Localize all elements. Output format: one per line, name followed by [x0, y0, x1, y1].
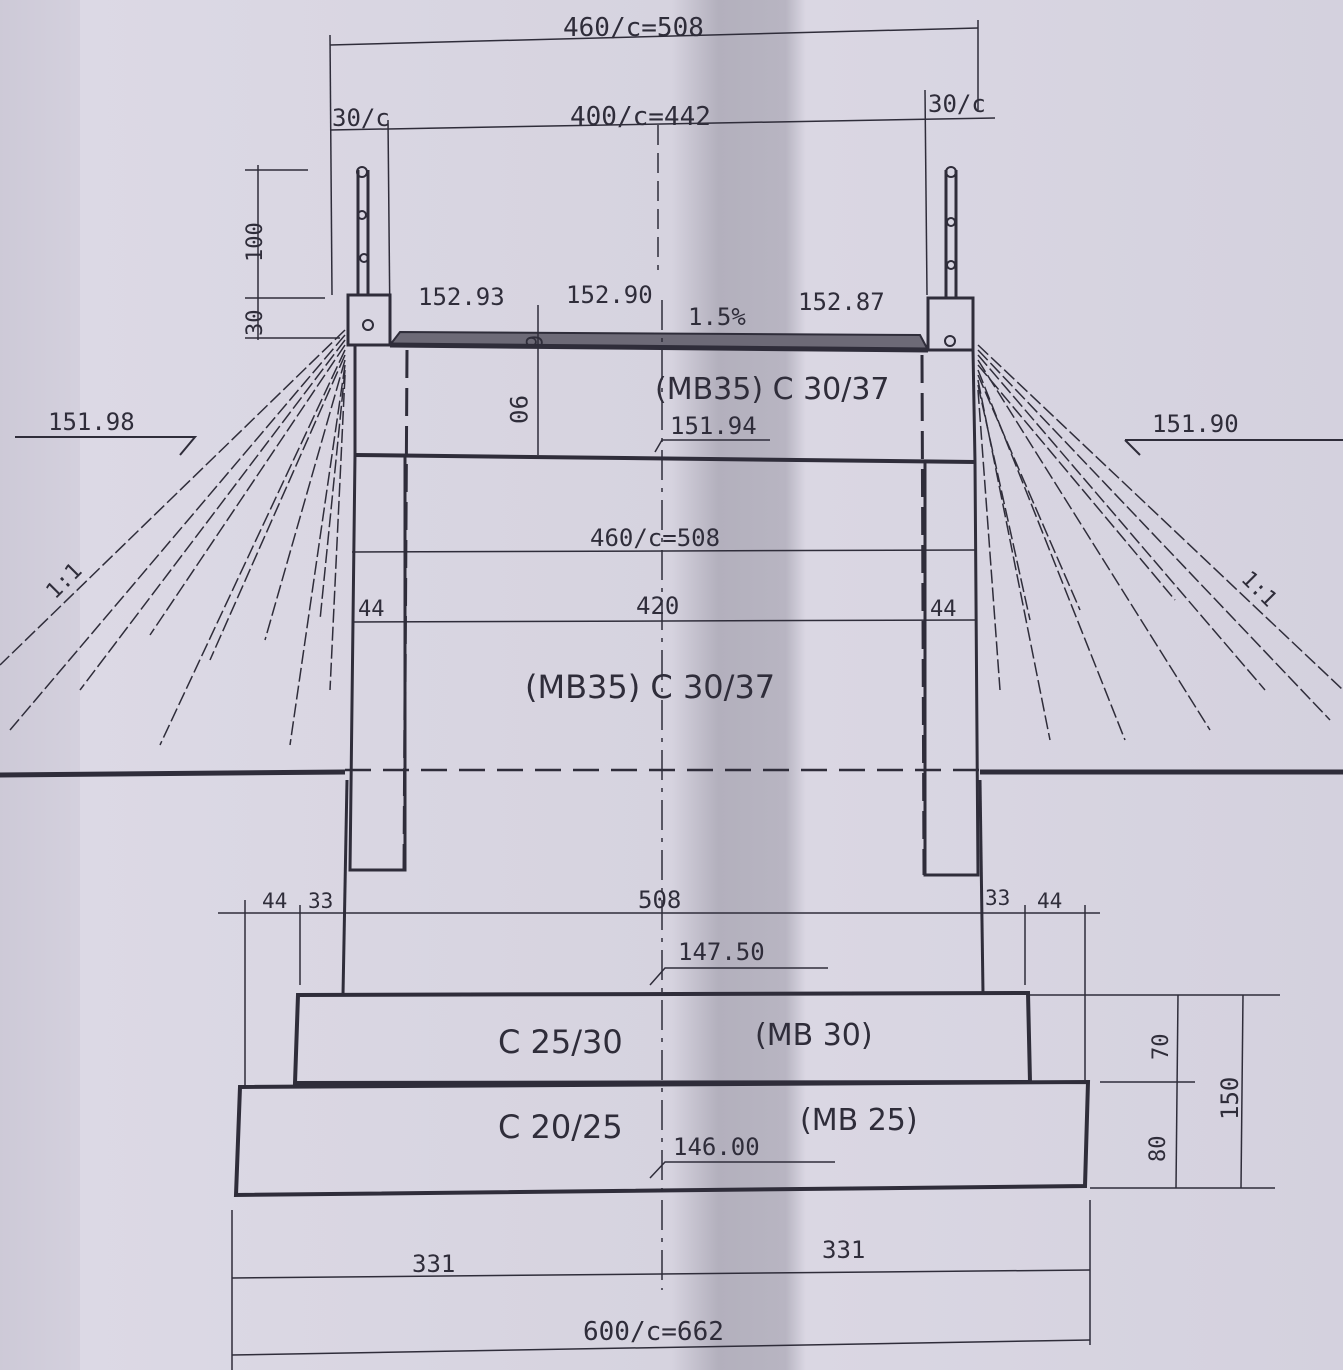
- deck-soffit-line: [354, 453, 976, 464]
- ground-level-right-tick: [1124, 439, 1141, 456]
- level-upper-footing-top: 147.50: [678, 938, 765, 966]
- dim-curb-right: 30/c: [928, 90, 986, 118]
- dim-line-base-total: [231, 1339, 1091, 1356]
- dim-curb-height: 30: [243, 310, 268, 337]
- dim-inner-width: 460/c=508: [590, 524, 720, 552]
- abutment-right-inner: [920, 354, 926, 876]
- stem-right: [978, 779, 985, 994]
- dim-line-overall-top: [329, 27, 979, 46]
- dim-overall-top: 460/c=508: [563, 13, 704, 43]
- dim-lower-footing-height: 80: [1146, 1136, 1171, 1163]
- dim-footing-right-a: 33: [985, 886, 1010, 910]
- deck-top-line: [389, 342, 929, 353]
- dim-base-right: 331: [822, 1236, 865, 1264]
- ext-line-left: [329, 34, 333, 296]
- dim-railing-height: 100: [243, 222, 268, 262]
- dim-base-total: 600/c=662: [583, 1317, 724, 1347]
- paper-left-shade: [0, 0, 80, 1370]
- ext-line-curb-left: [387, 119, 391, 331]
- material-upper-footing-grade: C 25/30: [498, 1023, 623, 1061]
- level-deck-center: 152.90: [566, 281, 653, 309]
- abutment-left-inner: [402, 349, 409, 871]
- material-superstructure: (MB35) C 30/37: [655, 372, 890, 407]
- abutment-right: [923, 349, 980, 877]
- level-ground-right: 151.90: [1152, 410, 1239, 438]
- dim-wall-left: 44: [358, 597, 385, 622]
- lower-footing: [233, 1079, 1091, 1198]
- curb-left-drain: [362, 319, 374, 331]
- level-marker-upper-footing: [649, 967, 828, 986]
- ext-line-curb-right: [924, 89, 928, 296]
- material-lower-footing-mb: (MB 25): [800, 1103, 918, 1138]
- level-marker-lower-footing: [649, 1161, 835, 1179]
- dim-footing-left-b: 33: [308, 889, 333, 913]
- slope-hatch-right: [977, 344, 1343, 741]
- dim-line-footing-total: [1240, 994, 1244, 1189]
- slope-hatch-left: [0, 329, 346, 746]
- level-deck-left: 152.93: [418, 283, 505, 311]
- dim-line-inner-width: [351, 549, 976, 553]
- dim-base-left: 331: [412, 1250, 455, 1278]
- dim-slab-thickness: 6: [520, 335, 545, 348]
- dim-deck-width: 400/c=442: [570, 102, 711, 132]
- dim-footing-right-b: 44: [1037, 889, 1062, 913]
- dim-line-deck-width: [329, 117, 996, 131]
- dim-curb-left: 30/c: [332, 104, 390, 132]
- level-ground-left: 151.98: [48, 408, 135, 436]
- material-upper-footing-mb: (MB 30): [755, 1018, 873, 1053]
- material-abutment: (MB35) C 30/37: [525, 668, 775, 706]
- dim-wall-right: 44: [930, 597, 957, 622]
- curb-right: [926, 296, 975, 352]
- dim-upper-footing-height: 70: [1149, 1034, 1174, 1061]
- dim-beam-depth: 90: [504, 395, 532, 424]
- dim-line-footing-heights: [1175, 994, 1179, 1189]
- level-marker-soffit: [654, 439, 770, 453]
- level-deck-right: 152.87: [798, 288, 885, 316]
- dim-footing-total-height: 150: [1216, 1077, 1244, 1120]
- ground-level-left-marker: [15, 436, 198, 456]
- stem-left: [341, 779, 349, 996]
- dim-line-clear-span: [351, 619, 976, 623]
- level-crossfall: 1.5%: [688, 303, 746, 331]
- level-soffit: 151.94: [670, 412, 757, 440]
- curb-right-drain: [944, 335, 956, 347]
- railing-left: [356, 166, 370, 295]
- material-lower-footing-grade: C 20/25: [498, 1108, 623, 1146]
- ground-line-left: [0, 769, 346, 778]
- dim-footing-width: 508: [638, 886, 681, 914]
- dim-line-base-halves: [231, 1269, 1091, 1279]
- railing-right: [944, 166, 958, 298]
- level-lower-footing-top: 146.00: [673, 1133, 760, 1161]
- dim-footing-left-a: 44: [262, 889, 287, 913]
- dim-clear-span: 420: [636, 592, 679, 620]
